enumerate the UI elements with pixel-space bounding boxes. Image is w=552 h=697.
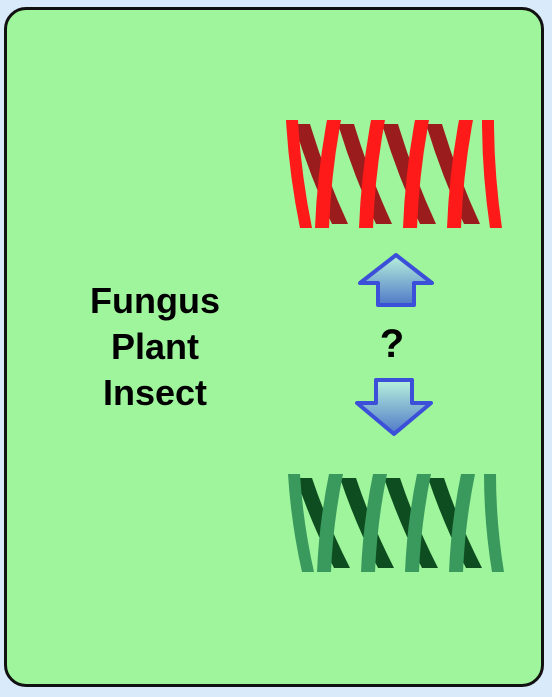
question-mark-label: ? <box>362 322 422 367</box>
organism-label-insect: Insect <box>60 370 250 416</box>
helix-edge-strand <box>484 474 504 572</box>
organism-list: Fungus Plant Insect <box>60 278 250 416</box>
dna-helix-red-icon <box>284 118 504 236</box>
arrow-down-shape <box>357 380 431 434</box>
arrow-up-icon <box>356 252 436 308</box>
organism-label-plant: Plant <box>60 324 250 370</box>
arrow-down-icon <box>352 376 436 438</box>
arrow-up-shape <box>360 255 432 305</box>
helix-edge-strand <box>482 120 502 228</box>
dna-helix-green-icon <box>286 472 506 580</box>
organism-label-fungus: Fungus <box>60 278 250 324</box>
